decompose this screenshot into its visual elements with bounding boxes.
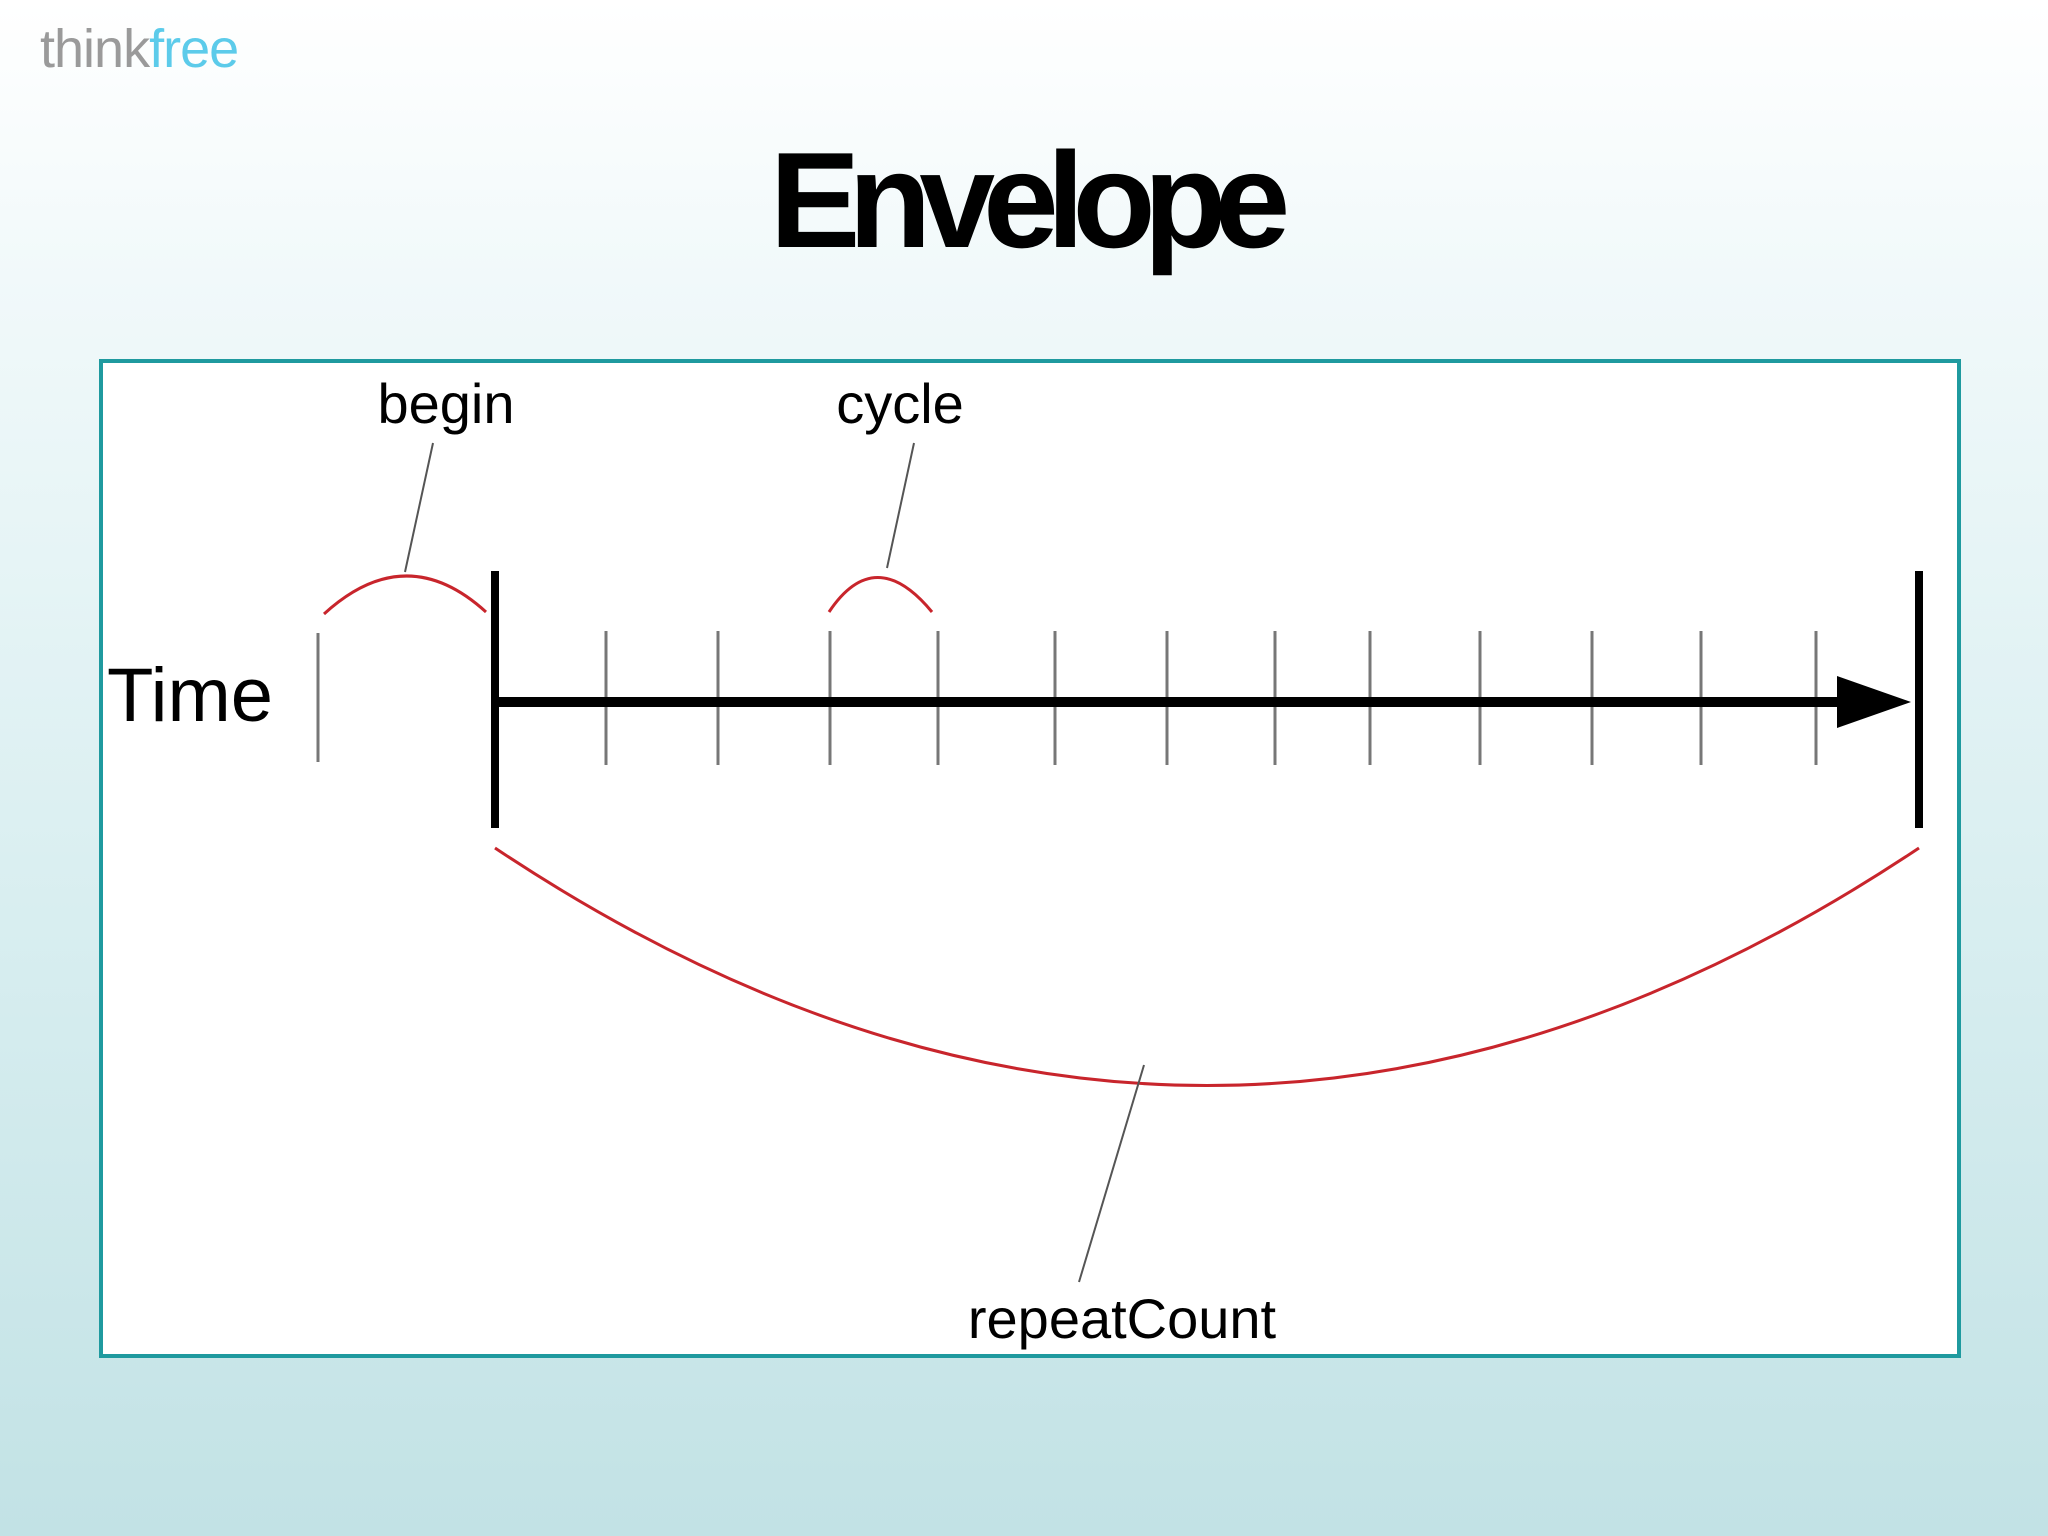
begin-brace: [322, 574, 488, 616]
cycle-leader-line: [886, 442, 915, 569]
cycle-brace: [827, 576, 934, 613]
slide-title: Envelope: [769, 124, 1291, 276]
repeat-count-leader-line: [1078, 1064, 1145, 1283]
cycle-label: cycle: [836, 372, 964, 435]
logo-think-text: think: [40, 19, 150, 79]
time-axis-label: Time: [107, 653, 273, 738]
repeat-count-brace: [494, 846, 1920, 1087]
time-axis-arrowhead: [1837, 676, 1911, 728]
repeat-count-label: repeatCount: [968, 1287, 1277, 1350]
timeline-diagram: Time begin cycle repeatCount: [107, 372, 1923, 1350]
logo-free-text: free: [149, 19, 239, 79]
begin-label: begin: [377, 372, 514, 435]
diagram-frame: Time begin cycle repeatCount: [99, 359, 1961, 1358]
begin-leader-line: [404, 442, 434, 573]
thinkfree-logo: thinkfree: [40, 14, 239, 84]
